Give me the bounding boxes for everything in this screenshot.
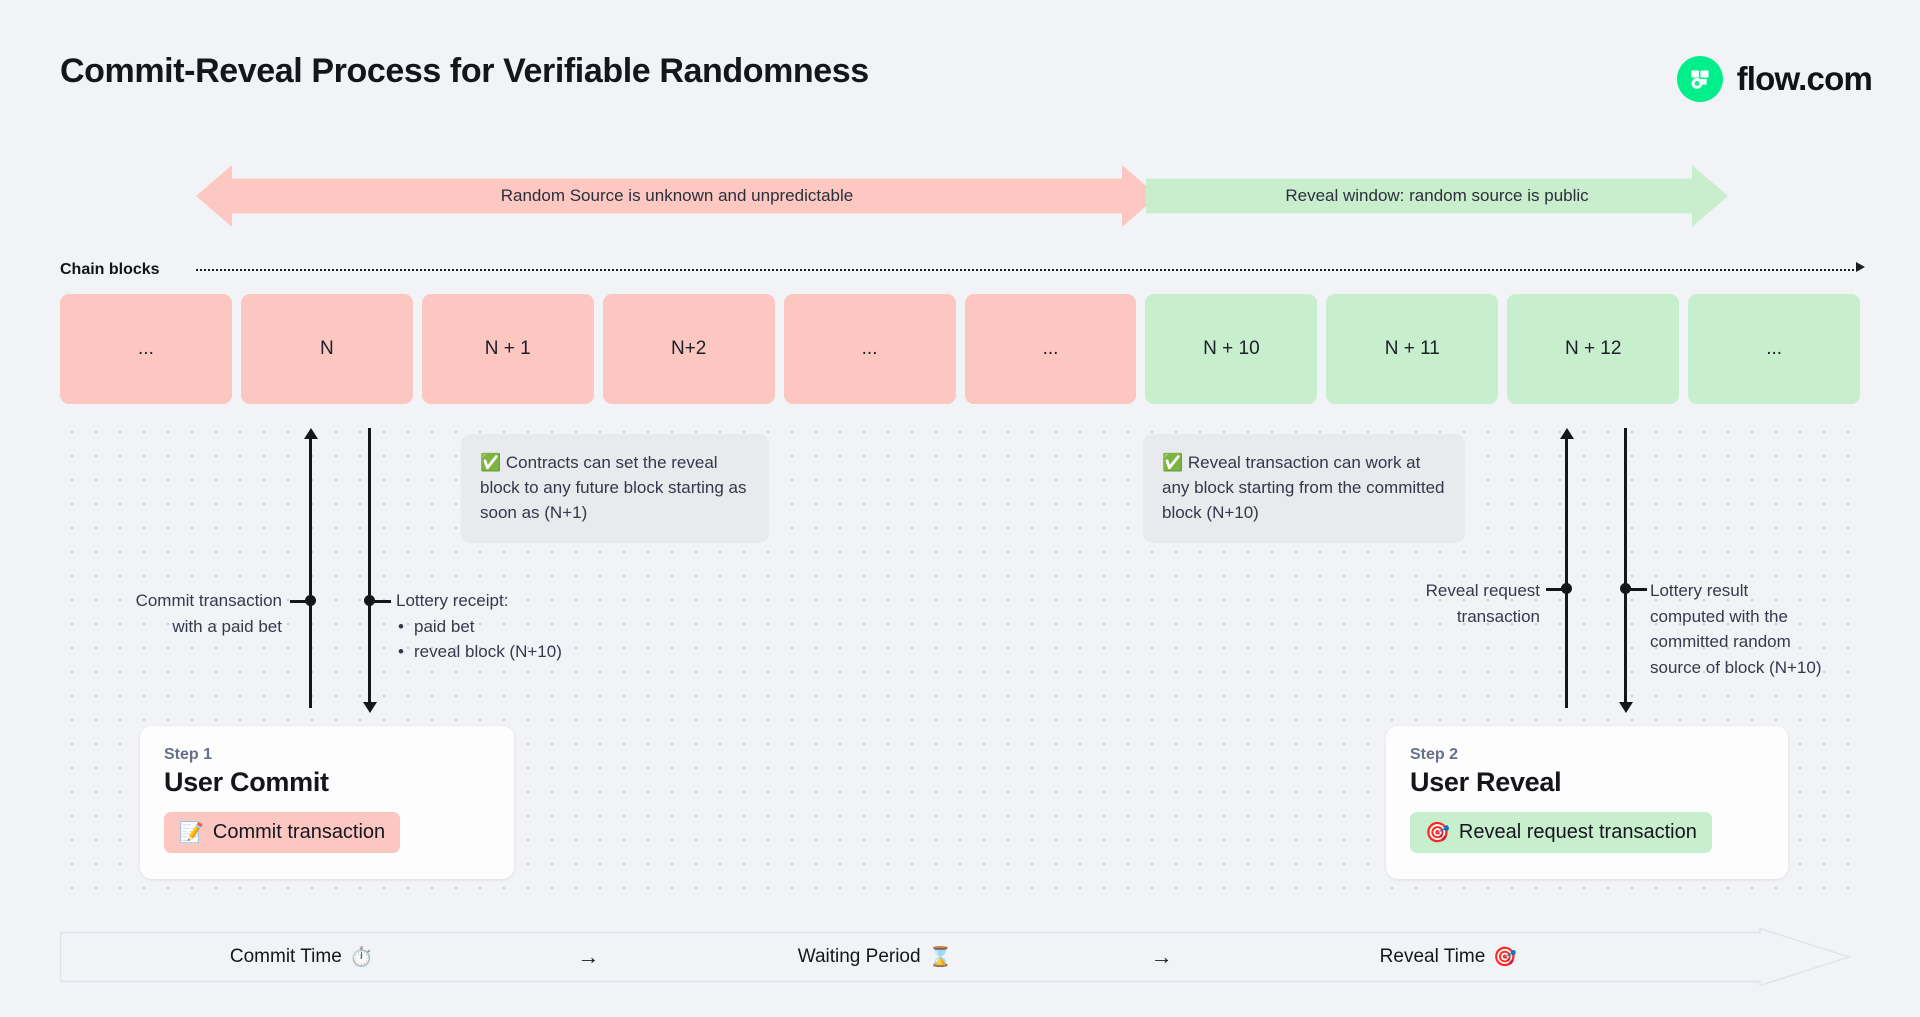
chain-block: N+2 [602, 294, 775, 404]
timeline-separator-arrow-icon: → [577, 944, 600, 969]
connector-commit-stub [290, 600, 312, 603]
annotation-commit-transaction: Commit transaction with a paid bet [60, 588, 282, 639]
direct-hit-emoji: 🎯 [1425, 822, 1450, 844]
connector-reveal-request-stub [1546, 588, 1568, 591]
timeline-segment-reveal-time: Reveal Time 🎯 [1207, 945, 1690, 969]
timeline-bar: Commit Time ⏱️ → Waiting Period ⌛ → Reve… [60, 928, 1850, 986]
callout-contracts-reveal-block: ✅ Contracts can set the reveal block to … [461, 434, 769, 544]
connector-lottery-result-arrowhead-icon [1619, 702, 1633, 713]
annotation-lottery-result-line-4: source of block (N+10) [1650, 657, 1822, 677]
chain-block: N + 12 [1507, 294, 1680, 404]
step-1-kicker: Step 1 [164, 746, 213, 763]
commit-transaction-pill-label: Commit transaction [212, 821, 386, 843]
timeline-commit-time-label: Commit Time [229, 946, 342, 967]
list-item: paid bet [396, 614, 696, 640]
annotation-lottery-receipt: Lottery receipt: paid bet reveal block (… [396, 588, 696, 665]
timeline-segment-waiting-period: Waiting Period ⌛ [633, 945, 1116, 969]
annotation-commit-line-2: with a paid bet [172, 616, 282, 636]
callout-contracts-reveal-block-text: Contracts can set the reveal block to an… [480, 453, 747, 523]
brand-logo: flow.com [1676, 56, 1873, 102]
band-random-unknown: Random Source is unknown and unpredictab… [196, 165, 1158, 227]
list-item: reveal block (N+10) [396, 639, 696, 665]
check-mark-button-emoji: ✅ [480, 453, 502, 472]
annotation-reveal-request-line-1: Reveal request [1425, 581, 1540, 600]
commit-transaction-pill[interactable]: 📝 Commit transaction [164, 812, 401, 853]
step-card-user-reveal: Step 2 User Reveal 🎯 Reveal request tran… [1386, 726, 1788, 879]
connector-lottery-result-line [1624, 428, 1627, 708]
chain-block: ... [783, 294, 956, 404]
annotation-lottery-result-line-2: computed with the [1650, 606, 1788, 626]
timeline-waiting-period-label: Waiting Period [797, 946, 921, 967]
chain-block: ... [1688, 294, 1861, 404]
page-title: Commit-Reveal Process for Verifiable Ran… [60, 52, 869, 90]
brand-name: flow.com [1736, 60, 1873, 97]
connector-receipt-line [368, 428, 371, 708]
reveal-request-transaction-pill-label: Reveal request transaction [1458, 821, 1697, 843]
connector-commit-arrowhead-icon [304, 428, 318, 439]
connector-lottery-result-stub [1625, 588, 1647, 591]
connector-commit-line [309, 436, 312, 708]
check-mark-button-emoji: ✅ [1162, 453, 1184, 472]
stopwatch-emoji: ⏱️ [349, 947, 374, 968]
chain-block: N + 11 [1326, 294, 1499, 404]
annotation-lottery-result-line-3: committed random [1650, 632, 1791, 651]
annotation-commit-line-1: Commit transaction [135, 591, 282, 610]
timeline-segment-commit-time: Commit Time ⏱️ [60, 945, 543, 969]
step-2-kicker: Step 2 [1410, 746, 1459, 763]
annotation-lottery-receipt-title: Lottery receipt: [396, 591, 509, 610]
band-random-unknown-label: Random Source is unknown and unpredictab… [500, 186, 854, 205]
callout-reveal-transaction-window: ✅ Reveal transaction can work at any blo… [1143, 434, 1465, 544]
annotation-lottery-result: Lottery result computed with the committ… [1650, 578, 1890, 680]
chain-axis-arrow-icon [1856, 262, 1865, 272]
annotation-reveal-request-line-2: transaction [1456, 606, 1540, 626]
band-reveal-window: Reveal window: random source is public [1146, 165, 1728, 227]
annotation-lottery-receipt-list: paid bet reveal block (N+10) [396, 614, 696, 665]
chain-block: N + 10 [1145, 294, 1318, 404]
timeline-reveal-time-label: Reveal Time [1379, 946, 1486, 967]
flow-logo-icon [1676, 56, 1723, 102]
step-1-title: User Commit [164, 767, 329, 797]
annotation-lottery-result-line-1: Lottery result [1650, 581, 1749, 600]
chain-block: N [240, 294, 413, 404]
chain-blocks-label: Chain blocks [60, 261, 160, 278]
chain-axis-dotted-line [196, 269, 1858, 271]
direct-hit-emoji: 🎯 [1493, 947, 1517, 968]
chain-block: N + 1 [421, 294, 594, 404]
connector-reveal-request-line [1565, 436, 1568, 708]
timeline-arrow-shape-icon [60, 928, 1850, 986]
chain-block: ... [60, 294, 232, 404]
step-2-title: User Reveal [1410, 767, 1562, 797]
step-card-user-commit: Step 1 User Commit 📝 Commit transaction [140, 726, 514, 879]
callout-reveal-transaction-window-text: Reveal transaction can work at any block… [1162, 453, 1445, 523]
connector-receipt-arrowhead-icon [363, 702, 377, 713]
memo-emoji: 📝 [179, 822, 204, 844]
connector-receipt-stub [369, 600, 391, 603]
annotation-reveal-request: Reveal request transaction [1330, 578, 1540, 629]
band-reveal-window-label: Reveal window: random source is public [1285, 186, 1589, 205]
connector-reveal-request-arrowhead-icon [1560, 428, 1574, 439]
hourglass-emoji: ⌛ [928, 947, 953, 968]
timeline-separator-arrow-icon: → [1150, 944, 1173, 969]
reveal-request-transaction-pill[interactable]: 🎯 Reveal request transaction [1410, 812, 1712, 853]
chain-block: ... [964, 294, 1137, 404]
